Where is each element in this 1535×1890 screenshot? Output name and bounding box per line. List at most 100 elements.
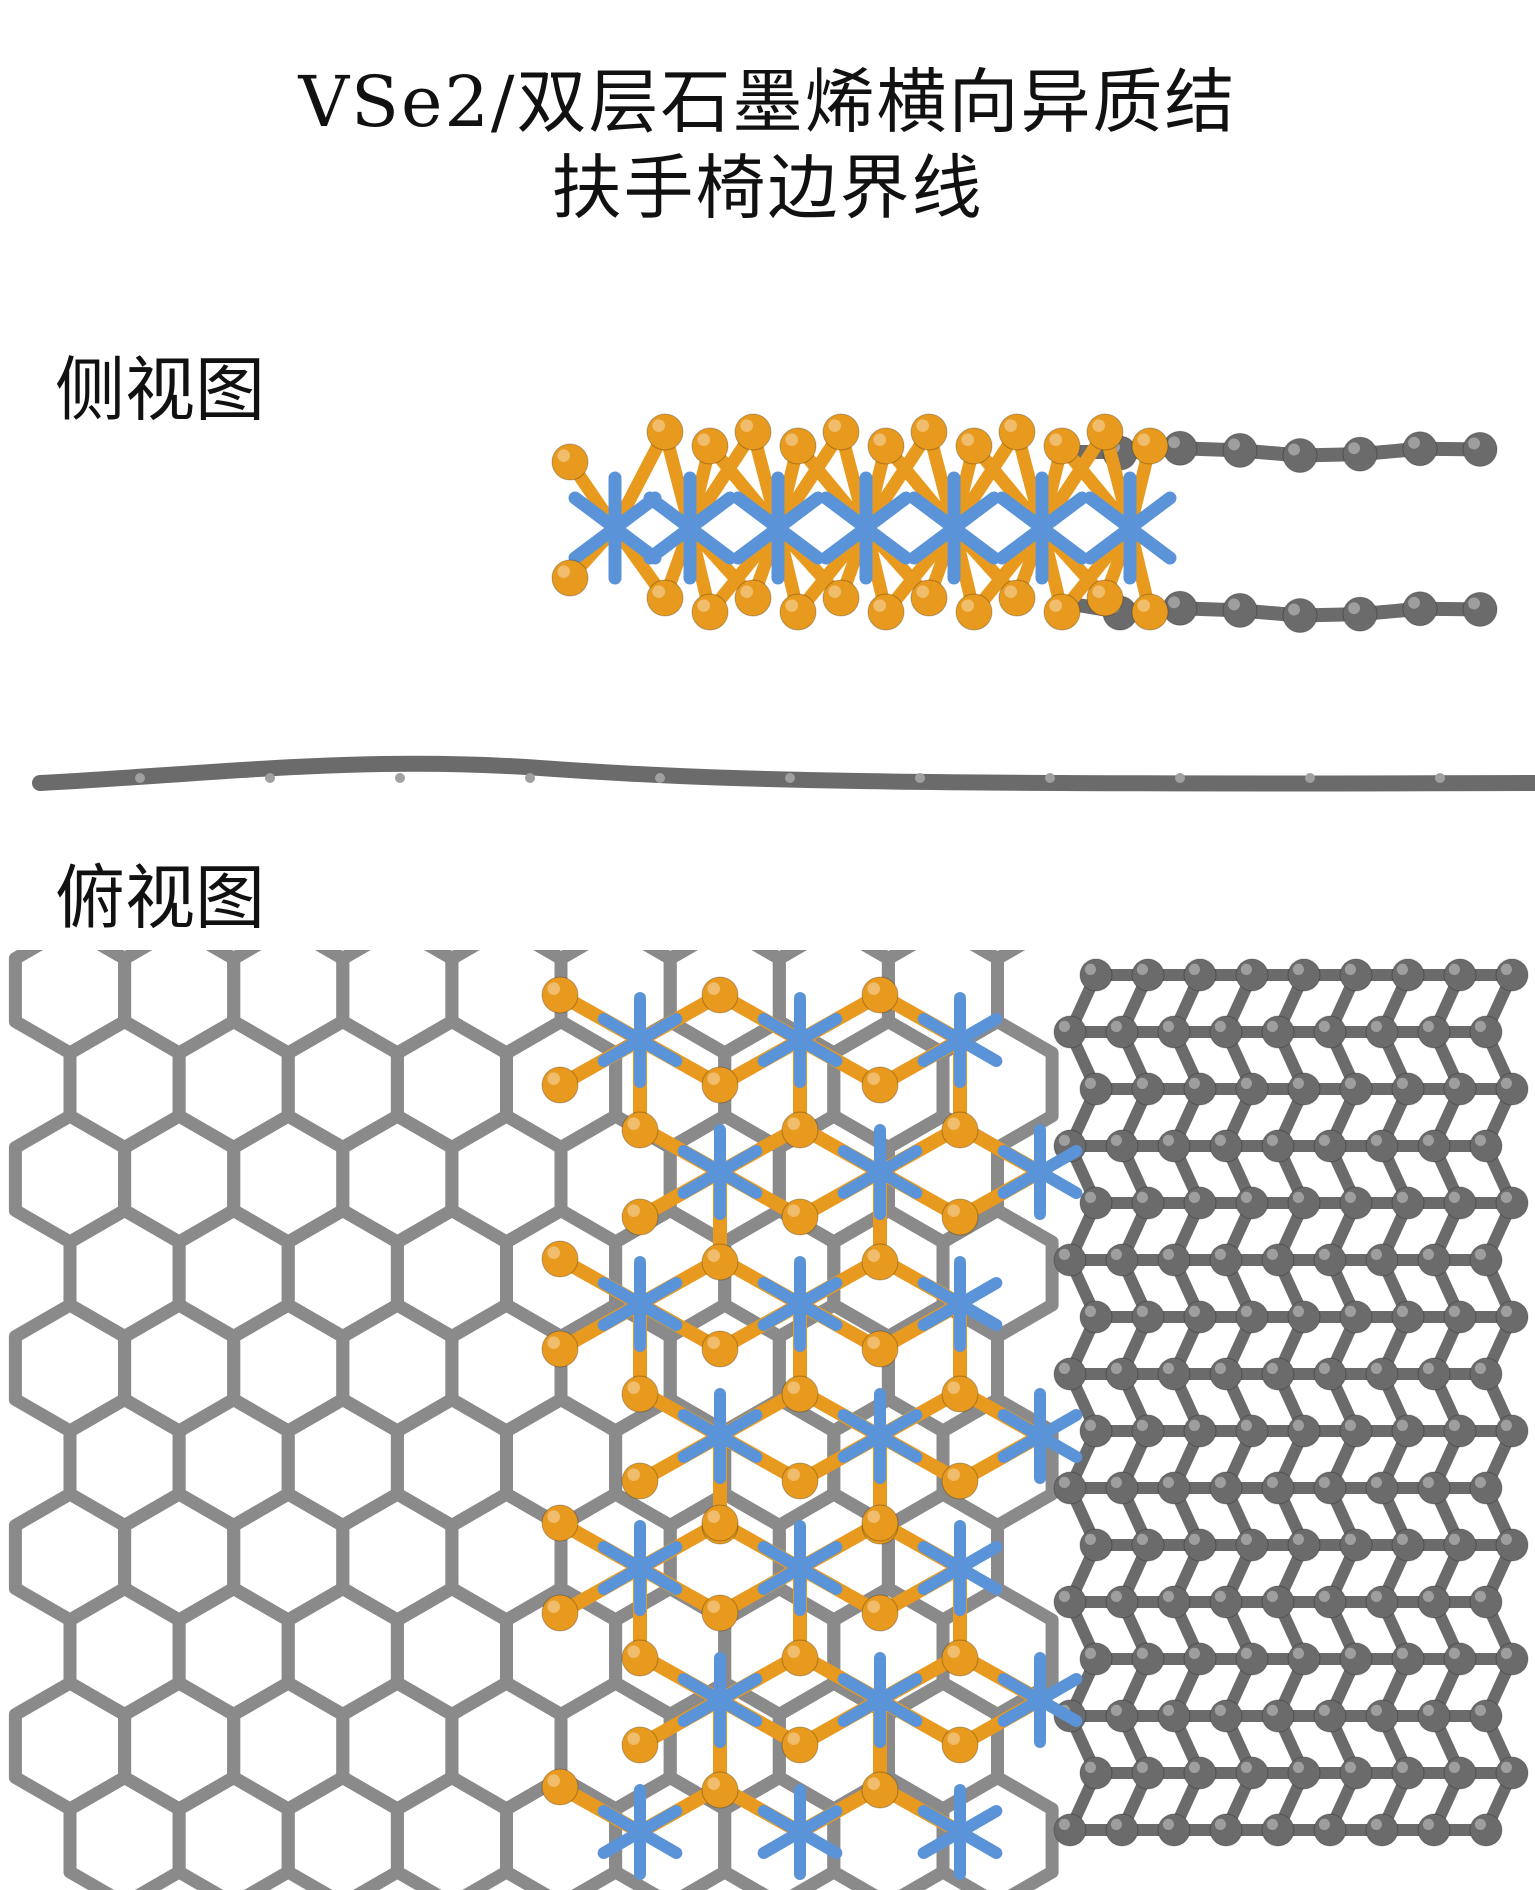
substrate-graphene-layer [32,755,1535,792]
carbon-atom-body [1261,1129,1295,1163]
carbon-atom-highlight [1136,1305,1148,1317]
carbon-atom [1417,1471,1451,1505]
selenium-atom [781,1462,819,1500]
selenium-atom-body [621,1639,659,1677]
carbon-atom-body [1469,1357,1503,1391]
selenium-atom [734,579,772,617]
vanadium-atom [677,1388,763,1484]
carbon-atom-body [1079,958,1113,992]
carbon-atom [1261,1699,1295,1733]
vanadium-bond [677,1166,726,1199]
carbon-atom [1157,1243,1191,1277]
selenium-atom [621,1198,659,1236]
carbon-atom-body [1417,1357,1451,1391]
carbon-atom-highlight [1136,1647,1148,1659]
selenium-atom [541,1066,579,1104]
carbon-atom [1235,1072,1269,1106]
selenium-atom [701,1243,739,1281]
vanadium-bond [634,1805,683,1838]
carbon-atom-highlight [1318,1818,1330,1830]
selenium-atom-highlight [547,982,560,995]
carbon-atom-body [1235,1414,1269,1448]
carbon-atom [1079,1528,1113,1562]
carbon-atom-highlight [1162,1590,1174,1602]
hexagon-ring [172,1771,295,1890]
selenium-atom-body [734,579,772,617]
carbon-atom-body [1365,1129,1399,1163]
selenium-atom [1131,593,1169,631]
vanadium-bond [997,1673,1046,1706]
carbon-atom-body [1365,1813,1399,1847]
carbon-atom-body [1469,1243,1503,1277]
carbon-atom [1183,1756,1217,1790]
carbon-atom-highlight [1266,1476,1278,1488]
carbon-atom-highlight [1240,1533,1252,1545]
carbon-atom [1391,1186,1425,1220]
carbon-atom-body [1495,1642,1529,1676]
carbon-atom-body [1313,1129,1347,1163]
carbon-atom [1391,1756,1425,1790]
carbon-atom-highlight [1370,1020,1382,1032]
carbon-atom [1469,1699,1503,1733]
selenium-atom [551,559,589,597]
carbon-atom-body [1443,1186,1477,1220]
vanadium-atom [917,1520,1003,1616]
carbon-atom-highlight [1474,1476,1486,1488]
carbon-atom-body [1079,1756,1113,1790]
vanadium-atom [917,1256,1003,1352]
vanadium-bond [714,1409,763,1442]
selenium-atom-body [822,413,860,451]
vanadium-bond [874,1145,923,1178]
carbon-atom [1261,1585,1295,1619]
carbon-atom-body [1105,1129,1139,1163]
vanadium-bond [874,1694,923,1727]
carbon-atom [1469,1243,1503,1277]
carbon-atom-highlight [1162,1818,1174,1830]
selenium-atom [1086,579,1124,617]
carbon-atom [1235,1300,1269,1334]
selenium-atom-body [779,593,817,631]
carbon-atom-highlight [1500,1077,1512,1089]
carbon-atom-highlight [1266,1248,1278,1260]
substrate-carbon-atom [265,773,275,783]
carbon-atom [1222,432,1258,468]
carbon-atom-body [1391,1072,1425,1106]
selenium-atom [701,1066,739,1104]
carbon-atom [1157,1357,1191,1391]
selenium-atom-body [621,1111,659,1149]
carbon-atom-body [1287,1072,1321,1106]
selenium-atom-highlight [547,1336,560,1349]
carbon-atom-body [1469,1813,1503,1847]
vanadium-atom [997,1652,1083,1748]
vanadium-bond [757,1277,806,1310]
selenium-atom-highlight [787,1204,800,1217]
vanadium-bond [954,1034,1003,1067]
vanadium-atom [757,1784,843,1880]
carbon-atom-body [1105,1471,1139,1505]
graphene-bilayer-right [1053,958,1529,1847]
carbon-atom-body [1079,1300,1113,1334]
selenium-atom [955,427,993,465]
selenium-atom-body [541,1594,579,1632]
vanadium-bond [757,1562,806,1595]
vanadium-bond [917,1805,966,1838]
carbon-atom [1183,1300,1217,1334]
selenium-atom-body [861,1504,899,1542]
carbon-atom [1495,1072,1529,1106]
selenium-atom [646,579,684,617]
carbon-atom [1469,1129,1503,1163]
vanadium-bond [837,1694,886,1727]
carbon-atom-highlight [1110,1248,1122,1260]
selenium-atom-highlight [627,1732,640,1745]
carbon-atom-body [1365,1471,1399,1505]
carbon-atom-highlight [1344,1533,1356,1545]
carbon-atom-body [1131,1300,1165,1334]
vanadium-bond [634,1562,683,1595]
selenium-atom-highlight [547,1246,560,1259]
carbon-atom [1209,1243,1243,1277]
carbon-atom-body [1235,1756,1269,1790]
selenium-atom [551,443,589,481]
carbon-atom [1079,1300,1113,1334]
carbon-atom-highlight [1136,963,1148,975]
selenium-atom-highlight [916,419,929,432]
